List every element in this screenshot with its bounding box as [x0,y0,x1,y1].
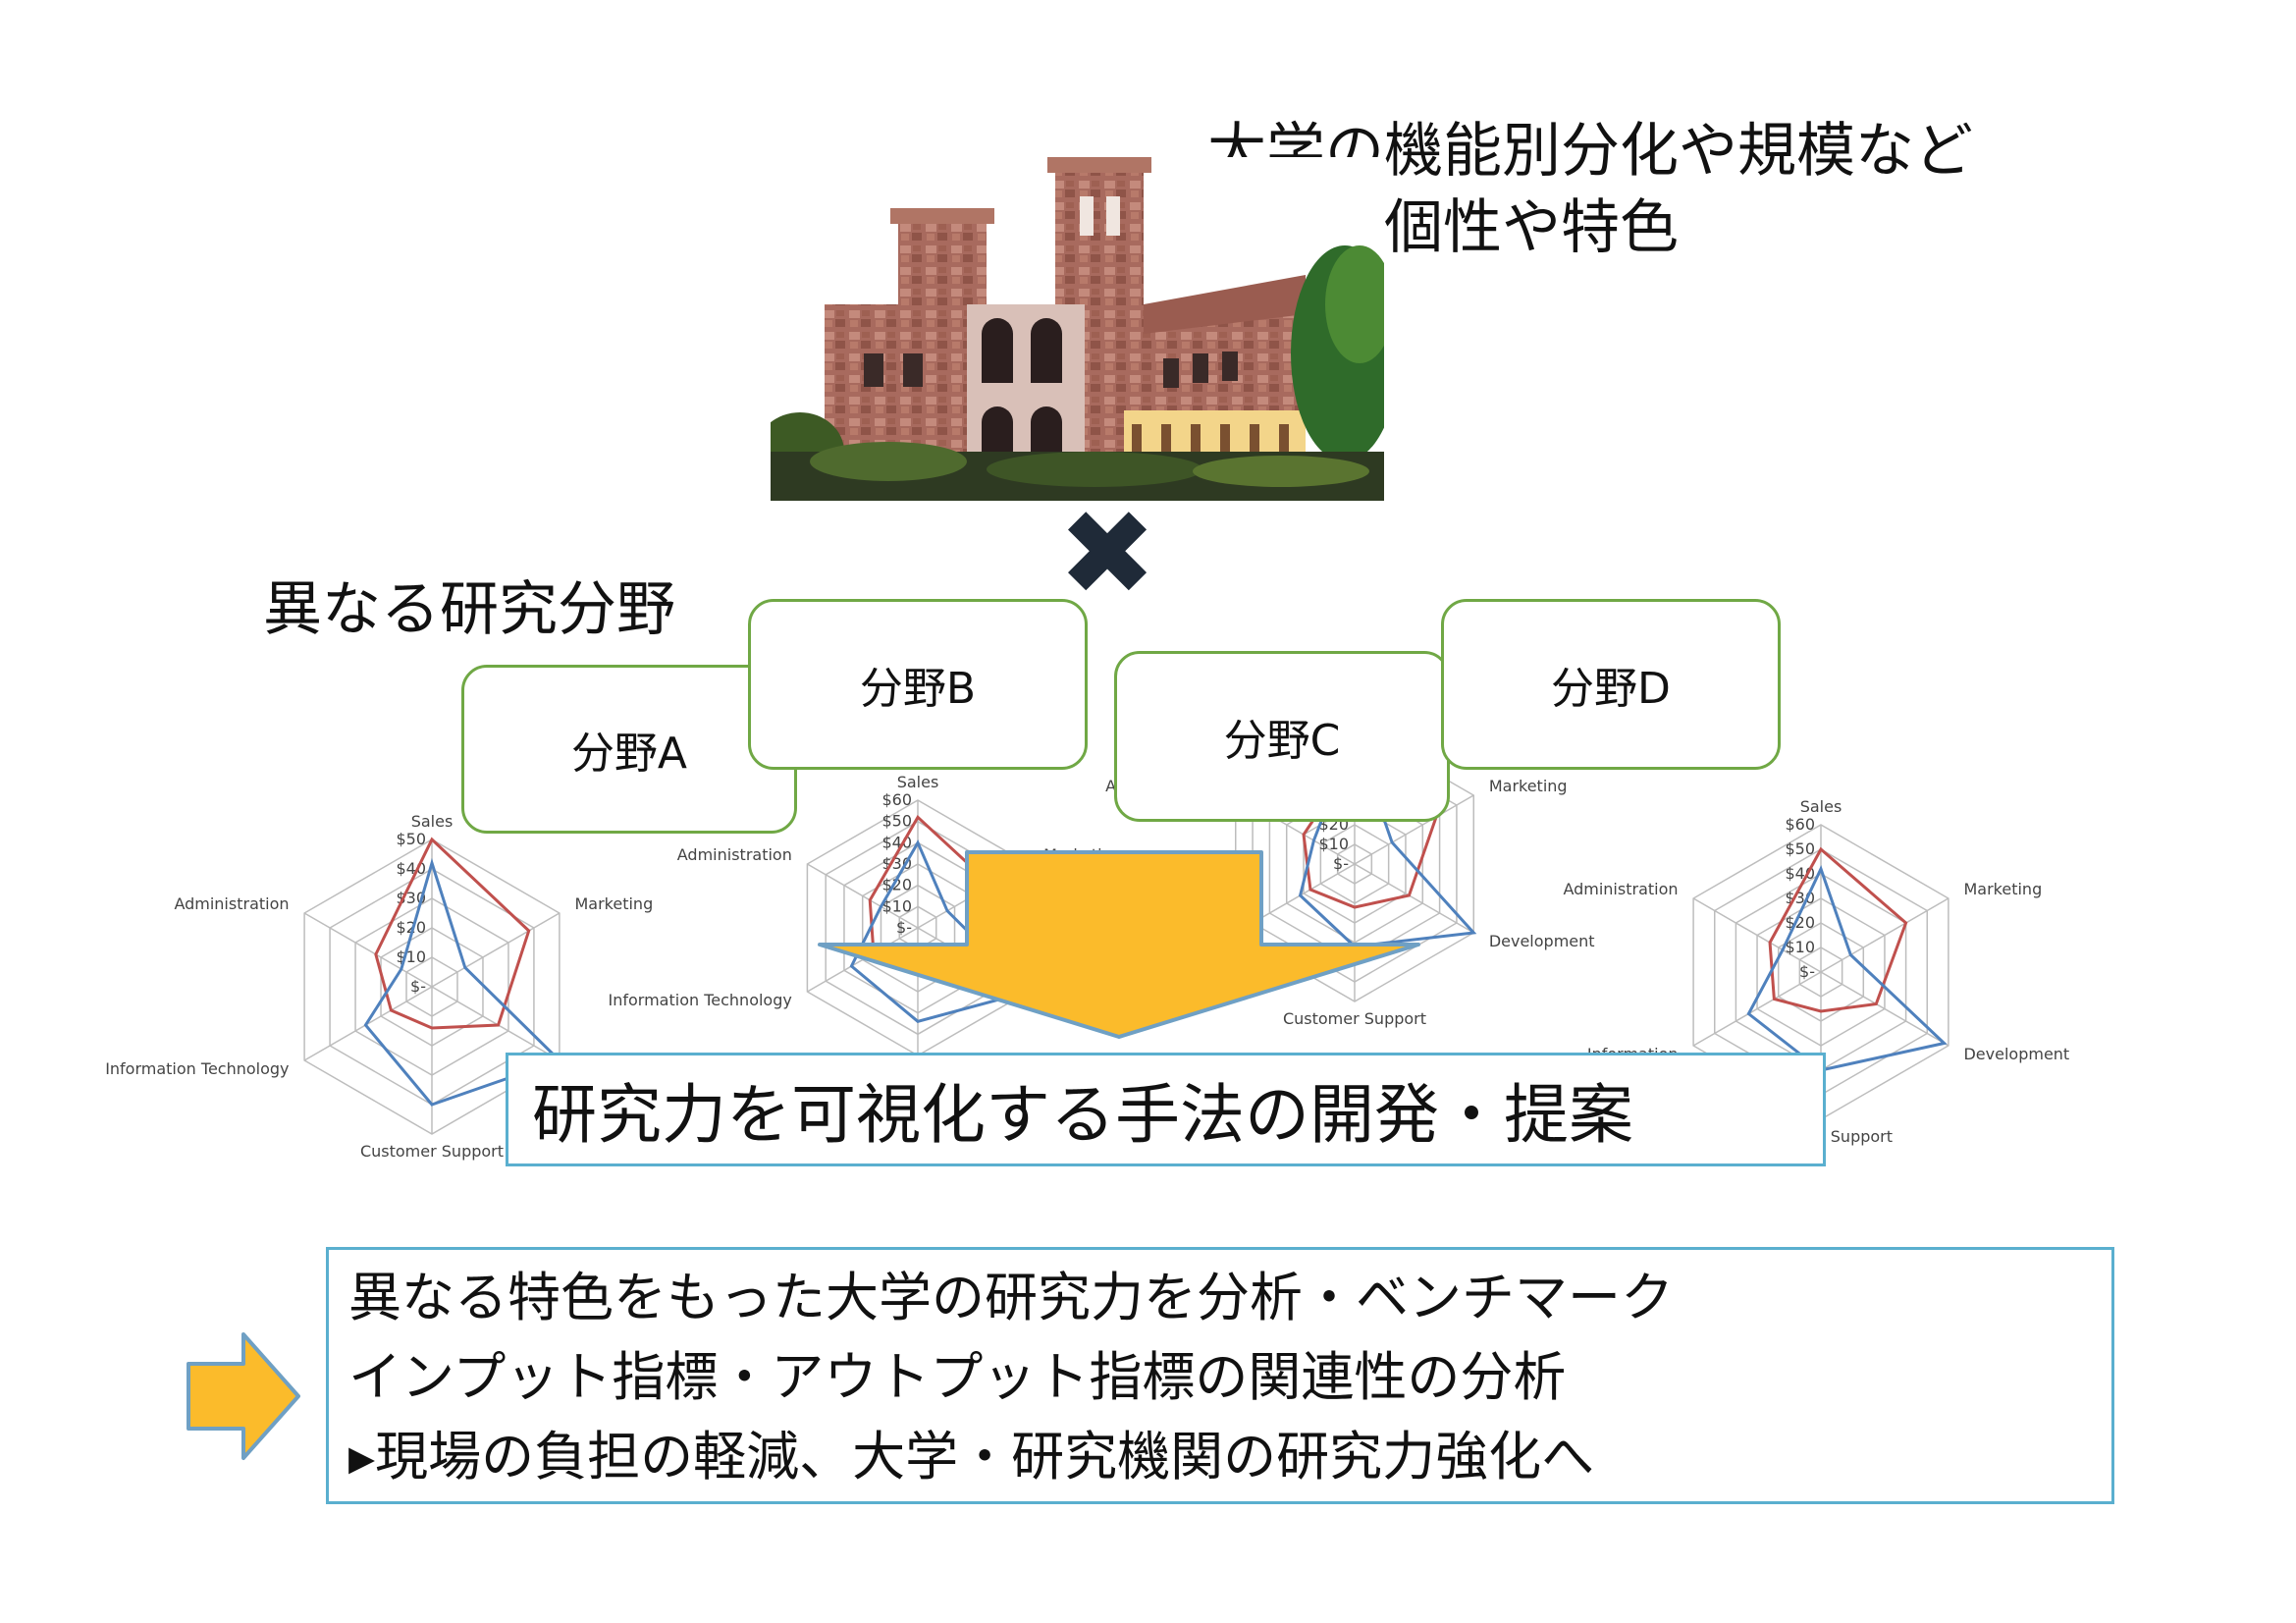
radar-spoke [1354,863,1474,934]
radar-spoke [1692,897,1822,973]
radar-spoke [303,912,433,988]
radar-axis-label: Marketing [1489,777,1568,795]
radar-axis-label: Sales [897,773,939,791]
radar-spoke [431,986,561,1061]
radar-tick-label: $40 [1785,864,1815,883]
radar-axis-label: Administration [1563,880,1678,898]
radar-spoke [807,863,919,929]
radar-series-1 [374,837,531,1030]
radar-axis-label: Administration [677,845,792,864]
radar-tick-label: $10 [1318,835,1349,853]
radar-tick-label: $10 [881,896,912,915]
radar-axis-label: Information Technology [609,991,792,1009]
radar-axis-label: Development [1963,1045,2069,1063]
method-title-box: 研究力を可視化する手法の開発・提案 [506,1053,1826,1166]
radar-tick-label: $10 [1785,938,1815,956]
field-box-d: 分野D [1441,599,1781,770]
radar-axis-label: Marketing [574,894,653,913]
radar-spoke [1820,971,1949,1047]
summary-line-1: 異なる特色をもった大学の研究力を分析・ベンチマーク [348,1267,1674,1328]
radar-axis-label: Customer Support [360,1142,504,1161]
radar-series-2 [363,857,562,1107]
summary-line-3: ▸現場の負担の軽減、大学・研究機関の研究力強化へ [348,1426,1595,1488]
radar-tick-label: $50 [881,812,912,831]
right-arrow-icon [187,1332,300,1460]
summary-box: 異なる特色をもった大学の研究力を分析・ベンチマーク インプット指標・アウトプット… [326,1247,2114,1504]
down-arrow-icon [818,850,1420,1039]
radar-axis-label: Administration [174,894,289,913]
radar-axis-label: Marketing [1963,880,2042,898]
summary-line-2: インプット指標・アウトプット指標の関連性の分析 [348,1346,1567,1408]
multiply-icon: ✖ [1057,486,1157,622]
fields-label: 異なる研究分野 [263,575,675,644]
radar-axis-label: Customer Support [1283,1009,1426,1028]
university-building-image [771,157,1384,501]
radar-spoke [1692,971,1822,1047]
radar-tick-label: $60 [881,790,912,809]
radar-tick-label: $- [1333,854,1349,873]
radar-spoke [431,912,561,988]
field-box-b: 分野B [748,599,1088,770]
radar-tick-label: $10 [396,947,426,966]
radar-tick-label: $30 [396,889,426,907]
radar-tick-label: $50 [396,830,426,848]
method-title: 研究力を可視化する手法の開発・提案 [532,1077,1633,1153]
radar-tick-label: $50 [1785,839,1815,858]
radar-tick-label: $20 [396,918,426,937]
radar-series-2 [849,839,1032,1023]
radar-spoke [1820,897,1949,973]
radar-spoke [1354,794,1474,865]
radar-tick-label: $- [896,918,912,937]
radar-series-1 [1768,846,1908,1013]
radar-tick-label: $- [410,977,426,996]
radar-axis-label: Information Technology [105,1059,289,1078]
radar-tick-label: $- [1799,962,1815,981]
radar-axis-label: Development [1489,932,1595,950]
field-box-c: 分野C [1114,651,1450,822]
field-box-a: 分野A [461,665,797,834]
radar-axis-label: Sales [1800,797,1842,816]
radar-axis-label: Sales [411,812,454,831]
radar-tick-label: $60 [1785,815,1815,834]
